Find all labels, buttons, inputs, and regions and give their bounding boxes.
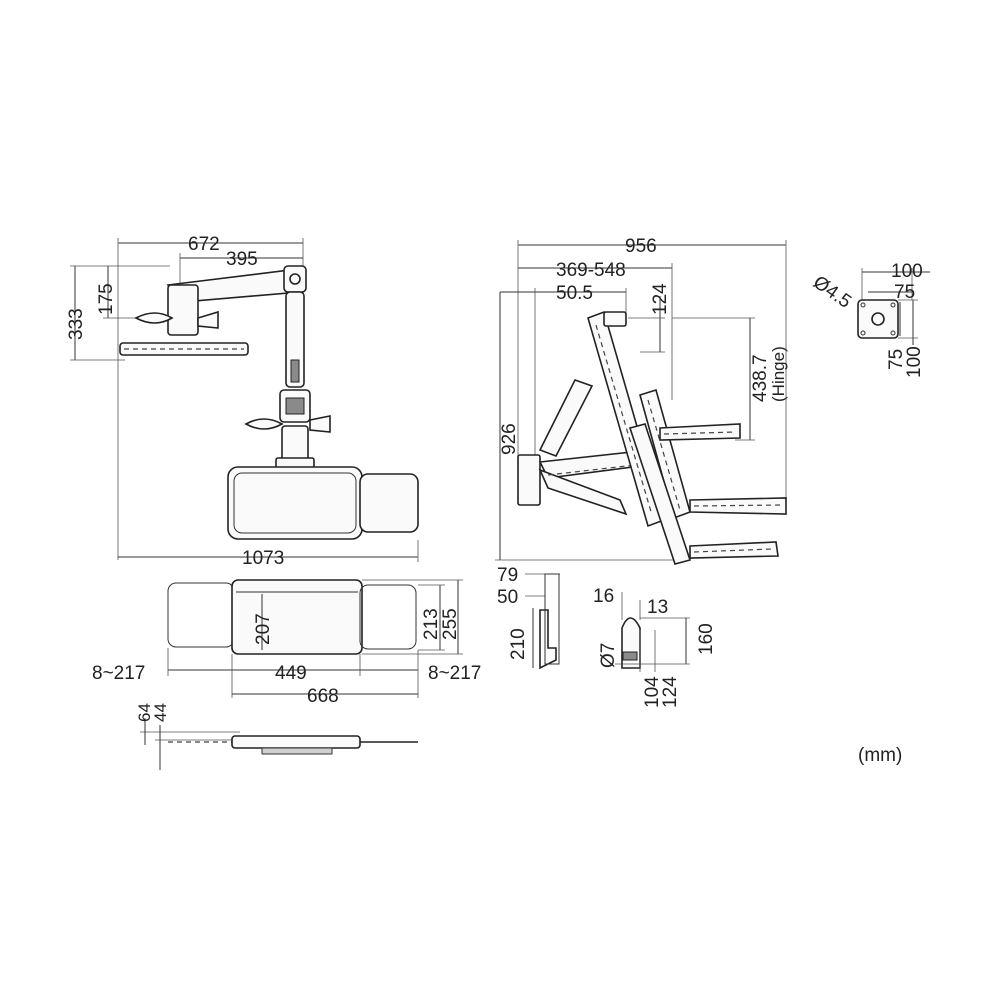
dim-44: 44: [151, 703, 170, 722]
vesa-w75: 75: [894, 282, 915, 303]
units-label: (mm): [858, 745, 902, 766]
vesa-hole-diameter: Ø4.5: [809, 272, 855, 313]
mouse-tray: [359, 473, 419, 533]
wall-bracket: [517, 454, 541, 506]
shelf-upper: [659, 423, 741, 441]
tray-plan-center: [231, 579, 363, 655]
dim-449: 449: [275, 663, 307, 684]
wall-plate-body: [539, 609, 557, 670]
dim-1073: 1073: [242, 548, 284, 569]
dim-124-clamp: 124: [660, 676, 681, 708]
dim-79: 79: [497, 565, 518, 586]
keyboard-tray: [227, 466, 363, 540]
dim-926: 926: [499, 423, 520, 455]
vesa-h75: 75: [886, 349, 907, 370]
dim-207: 207: [253, 613, 274, 645]
dim-213: 213: [421, 608, 442, 640]
dim-956: 956: [625, 236, 657, 257]
dim-210: 210: [508, 628, 529, 660]
dim-16: 16: [593, 586, 614, 607]
wall-plate-detail: 79 50 210: [497, 565, 560, 670]
vesa-plate: 100 75 Ø4.5 75 100: [809, 261, 930, 378]
vesa-plate-body: [857, 299, 899, 339]
dim-left-extension: 8~217: [92, 663, 145, 684]
clamp-detail: 16 13 160 Ø7 104 124: [593, 586, 717, 708]
dim-255: 255: [440, 608, 461, 640]
dim-13: 13: [647, 597, 668, 618]
hinge-label: (Hinge): [769, 346, 788, 402]
dim-438-7: 438.7: [750, 354, 771, 402]
dim-right-extension: 8~217: [428, 663, 481, 684]
dim-668: 668: [307, 686, 339, 707]
dim-50-5: 50.5: [556, 283, 593, 304]
dim-395: 395: [226, 249, 258, 270]
vesa-h100: 100: [904, 346, 925, 378]
top-view: 672 395 333 175: [66, 234, 419, 569]
vesa-w100: 100: [891, 261, 923, 282]
dim-d7: Ø7: [598, 643, 619, 668]
upper-mount-head: [167, 284, 199, 336]
monitor-tray-top: [119, 342, 249, 356]
dim-64: 64: [135, 703, 154, 722]
dim-369-548: 369-548: [556, 260, 626, 281]
keyboard-tray-plan: 207 213 255 8~217 449 8~217 668 64 44: [92, 579, 481, 770]
dim-124-side: 124: [650, 283, 671, 315]
dim-672: 672: [188, 234, 220, 255]
dim-160: 160: [696, 623, 717, 655]
shelf-middle: [689, 497, 787, 515]
tray-profile: [231, 735, 361, 749]
dim-333: 333: [66, 308, 87, 340]
dim-50: 50: [497, 587, 518, 608]
dim-104: 104: [642, 676, 663, 708]
raised-arm-side: [538, 379, 594, 457]
side-view: 956 369-548 50.5 124 438.7 (Hinge) 926: [495, 236, 788, 565]
dim-175: 175: [96, 283, 117, 315]
